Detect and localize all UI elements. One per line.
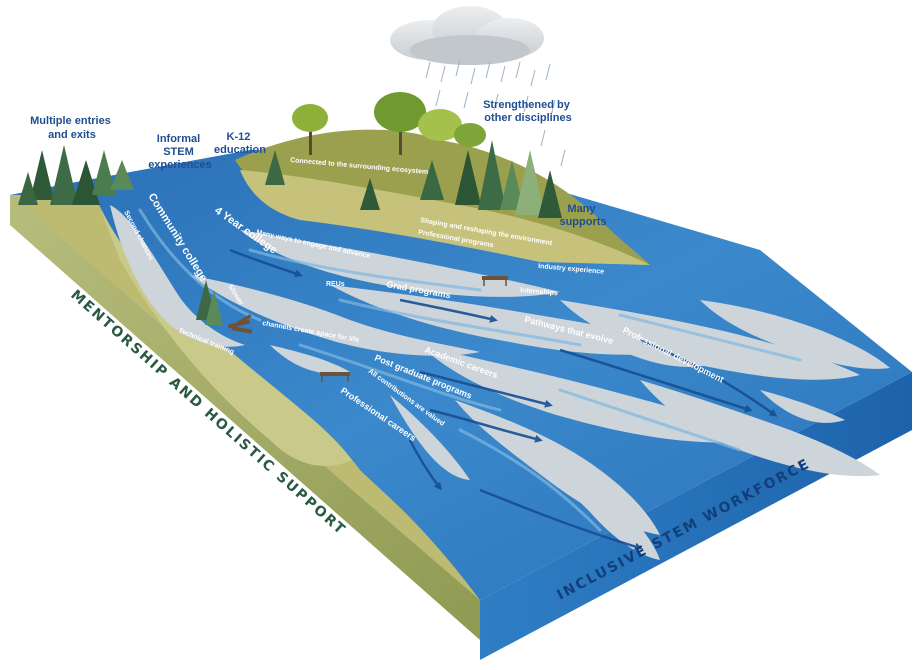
left-bank-inner	[95, 195, 352, 466]
tree-group-center	[196, 280, 223, 325]
bridge-lower	[320, 372, 350, 382]
label-strengthened: Strengthened by other disciplines	[483, 99, 573, 124]
flow-arrows	[229, 248, 778, 551]
log-pile	[227, 314, 253, 334]
label-informal-stem: Informal STEM experiences	[148, 133, 212, 171]
hill-front	[240, 170, 650, 265]
tree-group-hill	[265, 92, 562, 218]
bridge-upper	[482, 276, 508, 286]
label-many-supports: Many supports	[559, 203, 606, 228]
tree-group-left	[18, 145, 134, 205]
rain	[425, 59, 566, 167]
label-reus: REUs	[326, 281, 345, 288]
cloud	[390, 6, 544, 65]
label-internships: Internships	[520, 287, 558, 297]
label-multiple-entries: Multiple entries and exits	[30, 115, 114, 141]
label-k12: K-12 education	[214, 131, 266, 156]
water-highlights	[138, 208, 802, 532]
